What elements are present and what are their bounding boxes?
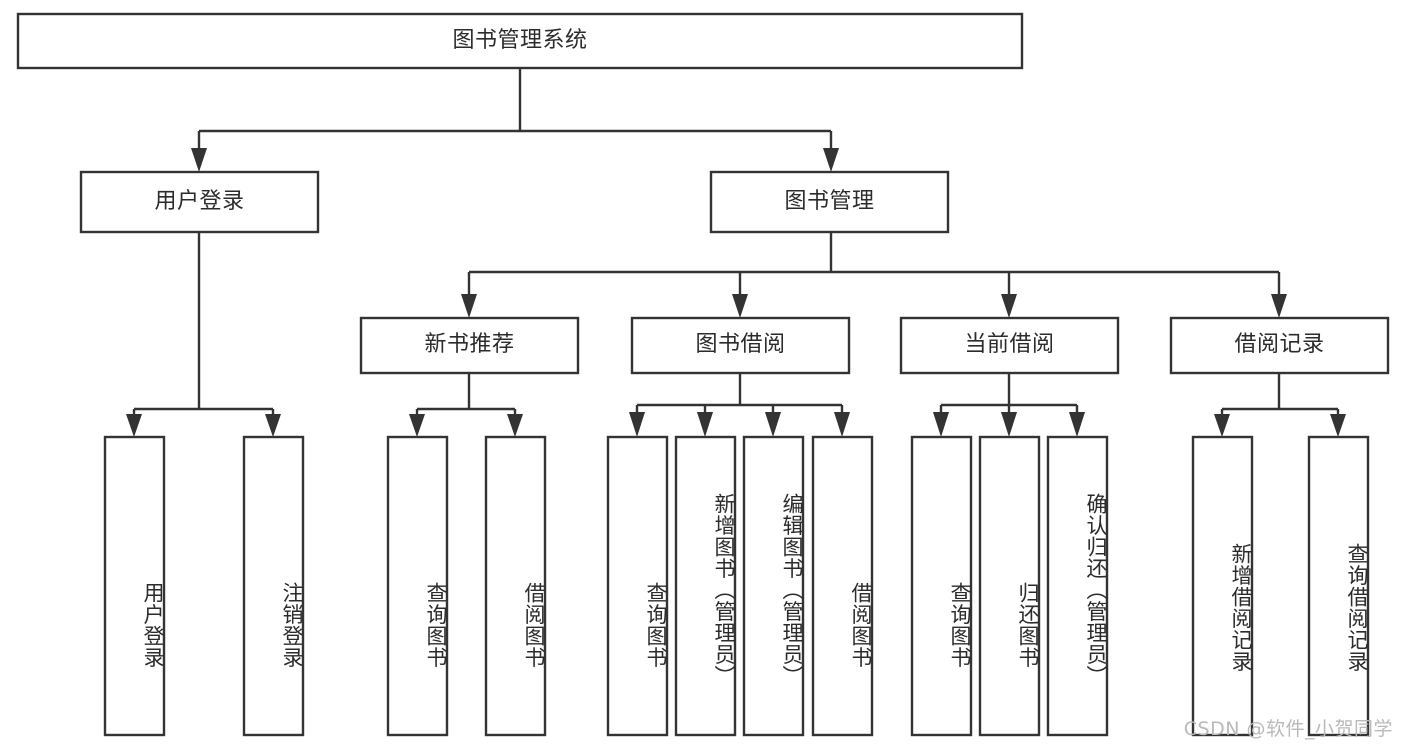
node-box-leaf-confirm-return[interactable] [1046,435,1109,737]
node-box-leaf-return-book[interactable] [978,435,1041,737]
arrow-head-book-borrow [732,294,748,318]
node-box-book-borrow[interactable] [630,316,851,375]
connector-group-book-borrow [629,373,850,437]
arrow-head-leaf-add-book [697,412,713,437]
connector-group-root [191,68,839,172]
node-box-leaf-add-book[interactable] [674,435,737,737]
node-box-leaf-user-login[interactable] [103,435,166,737]
arrow-head-leaf-add-record [1214,414,1230,437]
arrow-head-leaf-borrow-book-1 [507,414,523,437]
node-box-user-login[interactable] [79,170,320,234]
connector-group-user-login [126,232,281,437]
connector-group-book-manage [461,232,1287,318]
arrow-head-user-login [191,148,207,172]
node-box-leaf-query-book-2[interactable] [606,435,669,737]
node-box-book-manage[interactable] [709,170,950,234]
arrow-head-new-book-recommend [461,294,477,318]
arrow-head-leaf-confirm-return [1069,412,1085,437]
arrow-head-leaf-user-login [126,414,142,437]
node-box-leaf-query-record[interactable] [1307,435,1370,737]
node-box-borrow-record[interactable] [1169,316,1390,375]
arrow-head-current-borrow [1001,294,1017,318]
node-box-current-borrow[interactable] [899,316,1120,375]
arrow-head-leaf-borrow-book-2 [834,412,850,437]
arrow-head-leaf-query-book-2 [629,412,645,437]
node-box-leaf-borrow-book-1[interactable] [484,435,547,737]
arrow-head-leaf-return-book [1001,412,1017,437]
node-box-new-book-recommend[interactable] [359,316,580,375]
node-box-leaf-logout-login[interactable] [242,435,305,737]
connector-group-new-book-recommend [409,373,523,437]
node-box-leaf-borrow-book-2[interactable] [811,435,874,737]
arrow-head-book-manage [823,148,839,172]
arrow-head-borrow-record [1271,294,1287,318]
node-box-root[interactable] [16,12,1024,70]
connector-group-current-borrow [933,373,1085,437]
arrow-head-leaf-logout-login [265,414,281,437]
node-box-leaf-query-book-1[interactable] [386,435,449,737]
arrow-head-leaf-query-book-3 [933,412,949,437]
node-box-leaf-edit-book[interactable] [742,435,805,737]
arrow-head-leaf-query-record [1330,414,1346,437]
arrow-head-leaf-query-book-1 [409,414,425,437]
connector-group-borrow-record [1214,373,1346,437]
arrow-head-leaf-edit-book [765,412,781,437]
node-box-leaf-add-record[interactable] [1191,435,1254,737]
node-box-leaf-query-book-3[interactable] [910,435,973,737]
